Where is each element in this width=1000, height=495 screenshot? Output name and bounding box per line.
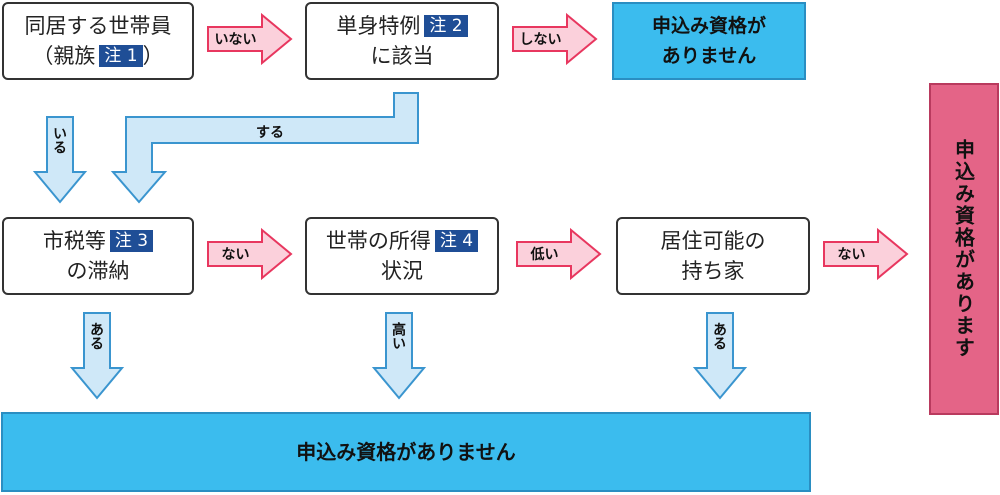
house-box: 居住可能の 持ち家 (616, 217, 810, 295)
label-shinai: しない (519, 32, 562, 48)
arrow-down-takai (371, 312, 427, 400)
income-line1-text: 世帯の所得 (325, 229, 431, 253)
single-line1-text: 単身特例 (336, 14, 421, 38)
note-4-badge: 注 4 (434, 230, 479, 252)
not-eligible-top-line1: 申込み資格が (651, 15, 766, 37)
not-eligible-top-box: 申込み資格が ありません (612, 2, 806, 80)
single-line2: に該当 (370, 44, 434, 68)
label-aru-1: ある (88, 322, 104, 350)
cohabitant-line1: 同居する世帯員 (24, 14, 172, 38)
arrow-down-aru-1 (69, 312, 125, 400)
label-suru: する (256, 125, 284, 141)
single-line1: 単身特例 注 2 (336, 11, 468, 41)
tax-line1: 市税等 注 3 (42, 226, 154, 256)
label-iru: いる (51, 126, 67, 154)
cohabitant-line2-start: （親族 (32, 44, 96, 68)
not-eligible-top-line2: ありません (661, 45, 757, 67)
arrow-right-hikui (516, 227, 602, 281)
arrow-right-nai-1 (207, 227, 293, 281)
cohabitant-line2-end: ） (142, 44, 164, 68)
income-box: 世帯の所得 注 4 状況 (305, 217, 499, 295)
house-line1: 居住可能の (660, 229, 766, 253)
arrow-right-inai (207, 12, 293, 66)
note-3-badge: 注 3 (109, 230, 154, 252)
arrow-right-shinai (512, 12, 598, 66)
label-aru-2: ある (711, 322, 727, 350)
arrow-right-nai-2 (823, 227, 909, 281)
arrow-down-aru-2 (692, 312, 748, 400)
tax-line2: の滞納 (66, 259, 130, 283)
arrow-bent-suru (110, 92, 419, 204)
cohabitant-line2: （親族 注 1 ） (32, 41, 163, 71)
tax-arrears-box: 市税等 注 3 の滞納 (2, 217, 194, 295)
eligible-box: 申込み資格があります (929, 83, 999, 415)
single-exception-box: 単身特例 注 2 に該当 (305, 2, 499, 80)
label-hikui: 低い (530, 247, 559, 263)
not-eligible-bottom-text: 申込み資格がありません (296, 440, 516, 464)
arrow-down-iru (32, 116, 88, 204)
note-2-badge: 注 2 (424, 15, 468, 37)
income-line1: 世帯の所得 注 4 (325, 226, 479, 256)
label-takai: 高い (390, 322, 406, 350)
income-line2: 状況 (381, 259, 423, 283)
not-eligible-bottom-box: 申込み資格がありません (1, 412, 811, 492)
label-nai-1: ない (221, 247, 250, 263)
eligible-text: 申込み資格があります (951, 139, 976, 359)
cohabitant-box: 同居する世帯員 （親族 注 1 ） (2, 2, 194, 80)
note-1-badge: 注 1 (99, 45, 143, 67)
label-inai: いない (214, 32, 257, 48)
label-nai-2: ない (837, 247, 866, 263)
house-line2: 持ち家 (681, 259, 745, 283)
tax-line1-text: 市税等 (42, 229, 106, 253)
